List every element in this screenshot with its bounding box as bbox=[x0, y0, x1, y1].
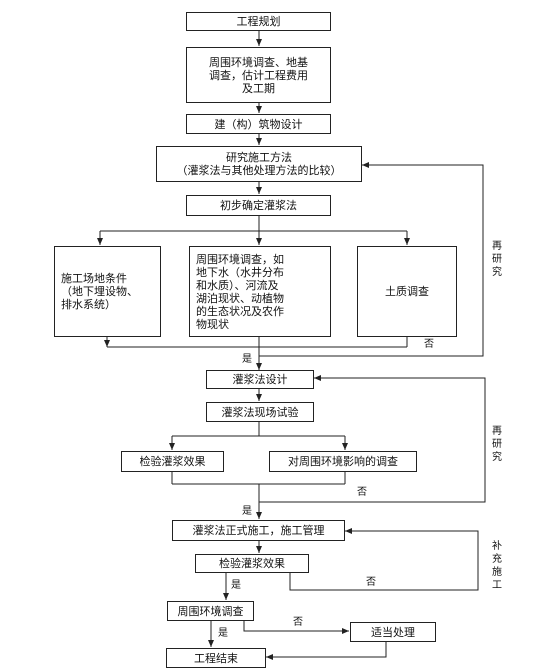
node-proper-treatment: 适当处理 bbox=[350, 622, 436, 642]
node-study-method: 研究施工方法 （灌浆法与其他处理方法的比较） bbox=[156, 146, 362, 182]
label-no-1: 否 bbox=[424, 339, 434, 350]
loop-restudy-2 bbox=[259, 375, 486, 503]
node-project-planning: 工程规划 bbox=[186, 12, 331, 31]
loop-supplement bbox=[289, 528, 479, 591]
node-environment-survey: 周围环境调查，如 地下水（水井分布 和水质）、河流及 湖泊现状、动植物 的生态状… bbox=[189, 246, 331, 337]
arrow-n15-n16 bbox=[243, 621, 349, 634]
node-env-survey-2: 周围环境调查 bbox=[167, 601, 254, 621]
node-check-effect-1: 检验灌浆效果 bbox=[121, 451, 224, 472]
node-formal-construction: 灌浆法正式施工，施工管理 bbox=[172, 520, 345, 541]
label-supplement: 补充施工 bbox=[492, 541, 502, 591]
node-site-survey: 周围环境调查、地基 调查，估计工程费用 及工期 bbox=[186, 47, 331, 103]
node-structure-design: 建（构）筑物设计 bbox=[186, 114, 331, 134]
label-yes-3: 是 bbox=[231, 580, 241, 591]
node-project-end: 工程结束 bbox=[166, 648, 266, 668]
node-preliminary-grouting: 初步确定灌浆法 bbox=[186, 195, 331, 216]
label-yes-2: 是 bbox=[242, 506, 252, 517]
node-field-test: 灌浆法现场试验 bbox=[206, 402, 314, 422]
label-yes-4: 是 bbox=[218, 628, 228, 639]
arrow-n16-n17 bbox=[266, 642, 387, 660]
node-site-conditions: 施工场地条件 （地下埋设物、 排水系统） bbox=[54, 246, 161, 337]
node-check-effect-2: 检验灌浆效果 bbox=[195, 554, 309, 573]
node-env-impact-survey: 对周围环境影响的调查 bbox=[269, 451, 417, 472]
node-grouting-design: 灌浆法设计 bbox=[206, 370, 314, 389]
label-no-4: 否 bbox=[293, 617, 303, 628]
node-soil-survey: 土质调查 bbox=[357, 246, 457, 337]
label-restudy-1: 再研究 bbox=[492, 241, 502, 278]
label-restudy-2: 再研究 bbox=[492, 426, 502, 463]
label-no-3: 否 bbox=[366, 577, 376, 588]
label-yes-1: 是 bbox=[242, 354, 252, 365]
loop-restudy-1 bbox=[259, 162, 484, 357]
label-no-2: 否 bbox=[357, 487, 367, 498]
